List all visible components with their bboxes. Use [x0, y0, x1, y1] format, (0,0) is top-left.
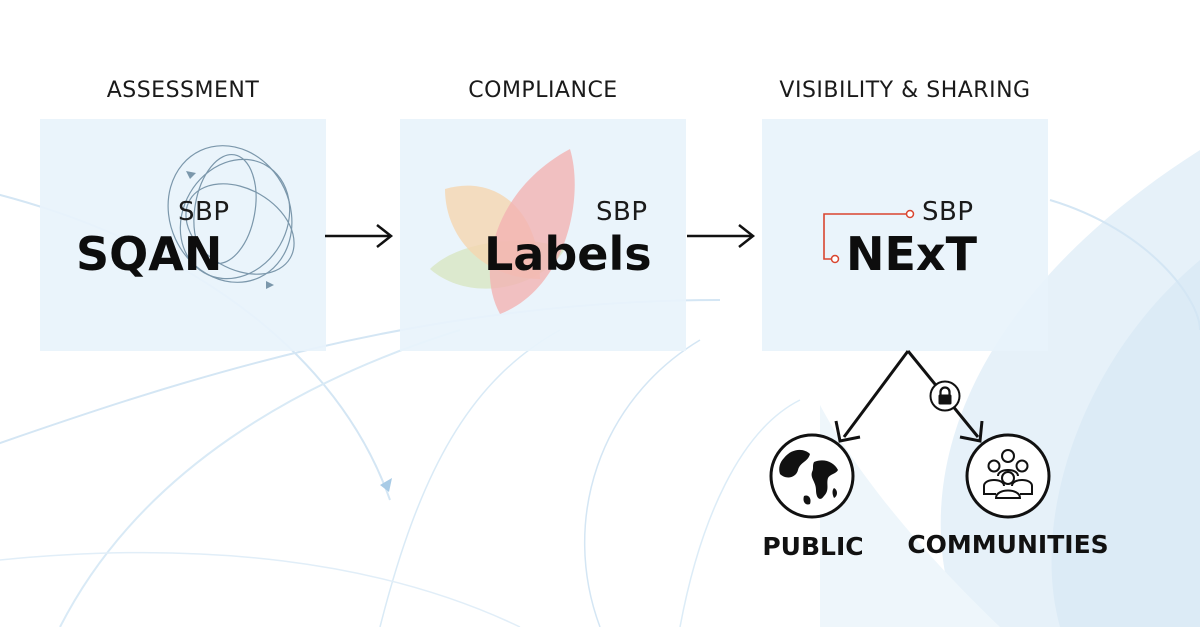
card-labels: SBP Labels: [400, 119, 686, 351]
stage-title-visibility-sharing: VISIBILITY & SHARING: [779, 78, 1031, 103]
people-group-icon: [965, 433, 1051, 519]
labels-prefix: SBP: [596, 197, 648, 227]
public-label: PUBLIC: [762, 532, 864, 561]
arrow-right-icon: [687, 224, 756, 248]
labels-name: Labels: [484, 227, 652, 281]
globe-icon: [769, 433, 855, 519]
lock-icon: [929, 380, 961, 412]
circuit-trace-icon: [823, 209, 915, 264]
card-sqan: SBP SQAN: [40, 119, 326, 351]
stage-title-assessment: ASSESSMENT: [106, 78, 260, 103]
next-name: NExT: [846, 227, 977, 281]
card-next: SBP NExT: [762, 119, 1048, 351]
orbit-rings-icon: [167, 145, 295, 289]
arrow-right-icon: [325, 224, 394, 248]
sqan-prefix: SBP: [178, 197, 230, 227]
stage-title-compliance: COMPLIANCE: [468, 78, 618, 103]
sqan-name: SQAN: [76, 227, 223, 281]
leaf-petals-icon: [430, 149, 575, 314]
next-prefix: SBP: [922, 197, 974, 227]
communities-label: COMMUNITIES: [907, 530, 1109, 559]
